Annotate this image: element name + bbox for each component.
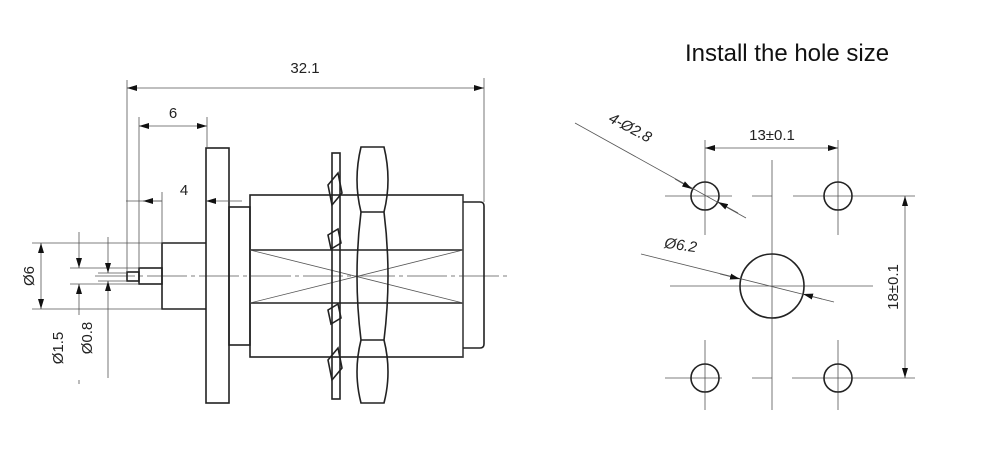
mount-hole	[690, 181, 720, 211]
rear-body	[161, 242, 206, 310]
dim-overall-length: 32.1	[290, 60, 319, 77]
side-view: 32.1 6 4 Ø6 Ø1.5 Ø0.8	[21, 60, 510, 404]
lock-washer	[327, 152, 343, 400]
dim-center-hole: Ø6.2	[662, 235, 698, 257]
dim-flange-to-pin: 6	[169, 105, 177, 122]
mount-hole	[823, 181, 853, 211]
hex-nut	[356, 146, 389, 404]
dim-rear-body-length: 4	[180, 182, 188, 199]
pin-tip	[126, 271, 140, 282]
dim-mount-holes: 4-Ø2.8	[606, 110, 655, 147]
title: Install the hole size	[685, 40, 889, 67]
dim-pin-inner-diameter: Ø0.8	[79, 322, 96, 355]
end-cap	[463, 201, 485, 349]
mount-hole	[690, 363, 720, 393]
center-hole	[739, 253, 805, 319]
dim-vertical-spacing: 18±0.1	[885, 264, 902, 310]
hole-pattern: 13±0.1 18±0.1 4-Ø2.8 Ø6.2	[574, 110, 915, 410]
dim-horizontal-spacing: 13±0.1	[749, 127, 795, 144]
dim-rear-diameter: Ø6	[21, 266, 38, 286]
dim-pin-outer-diameter: Ø1.5	[50, 332, 67, 365]
mount-hole	[823, 363, 853, 393]
flange	[205, 147, 230, 404]
